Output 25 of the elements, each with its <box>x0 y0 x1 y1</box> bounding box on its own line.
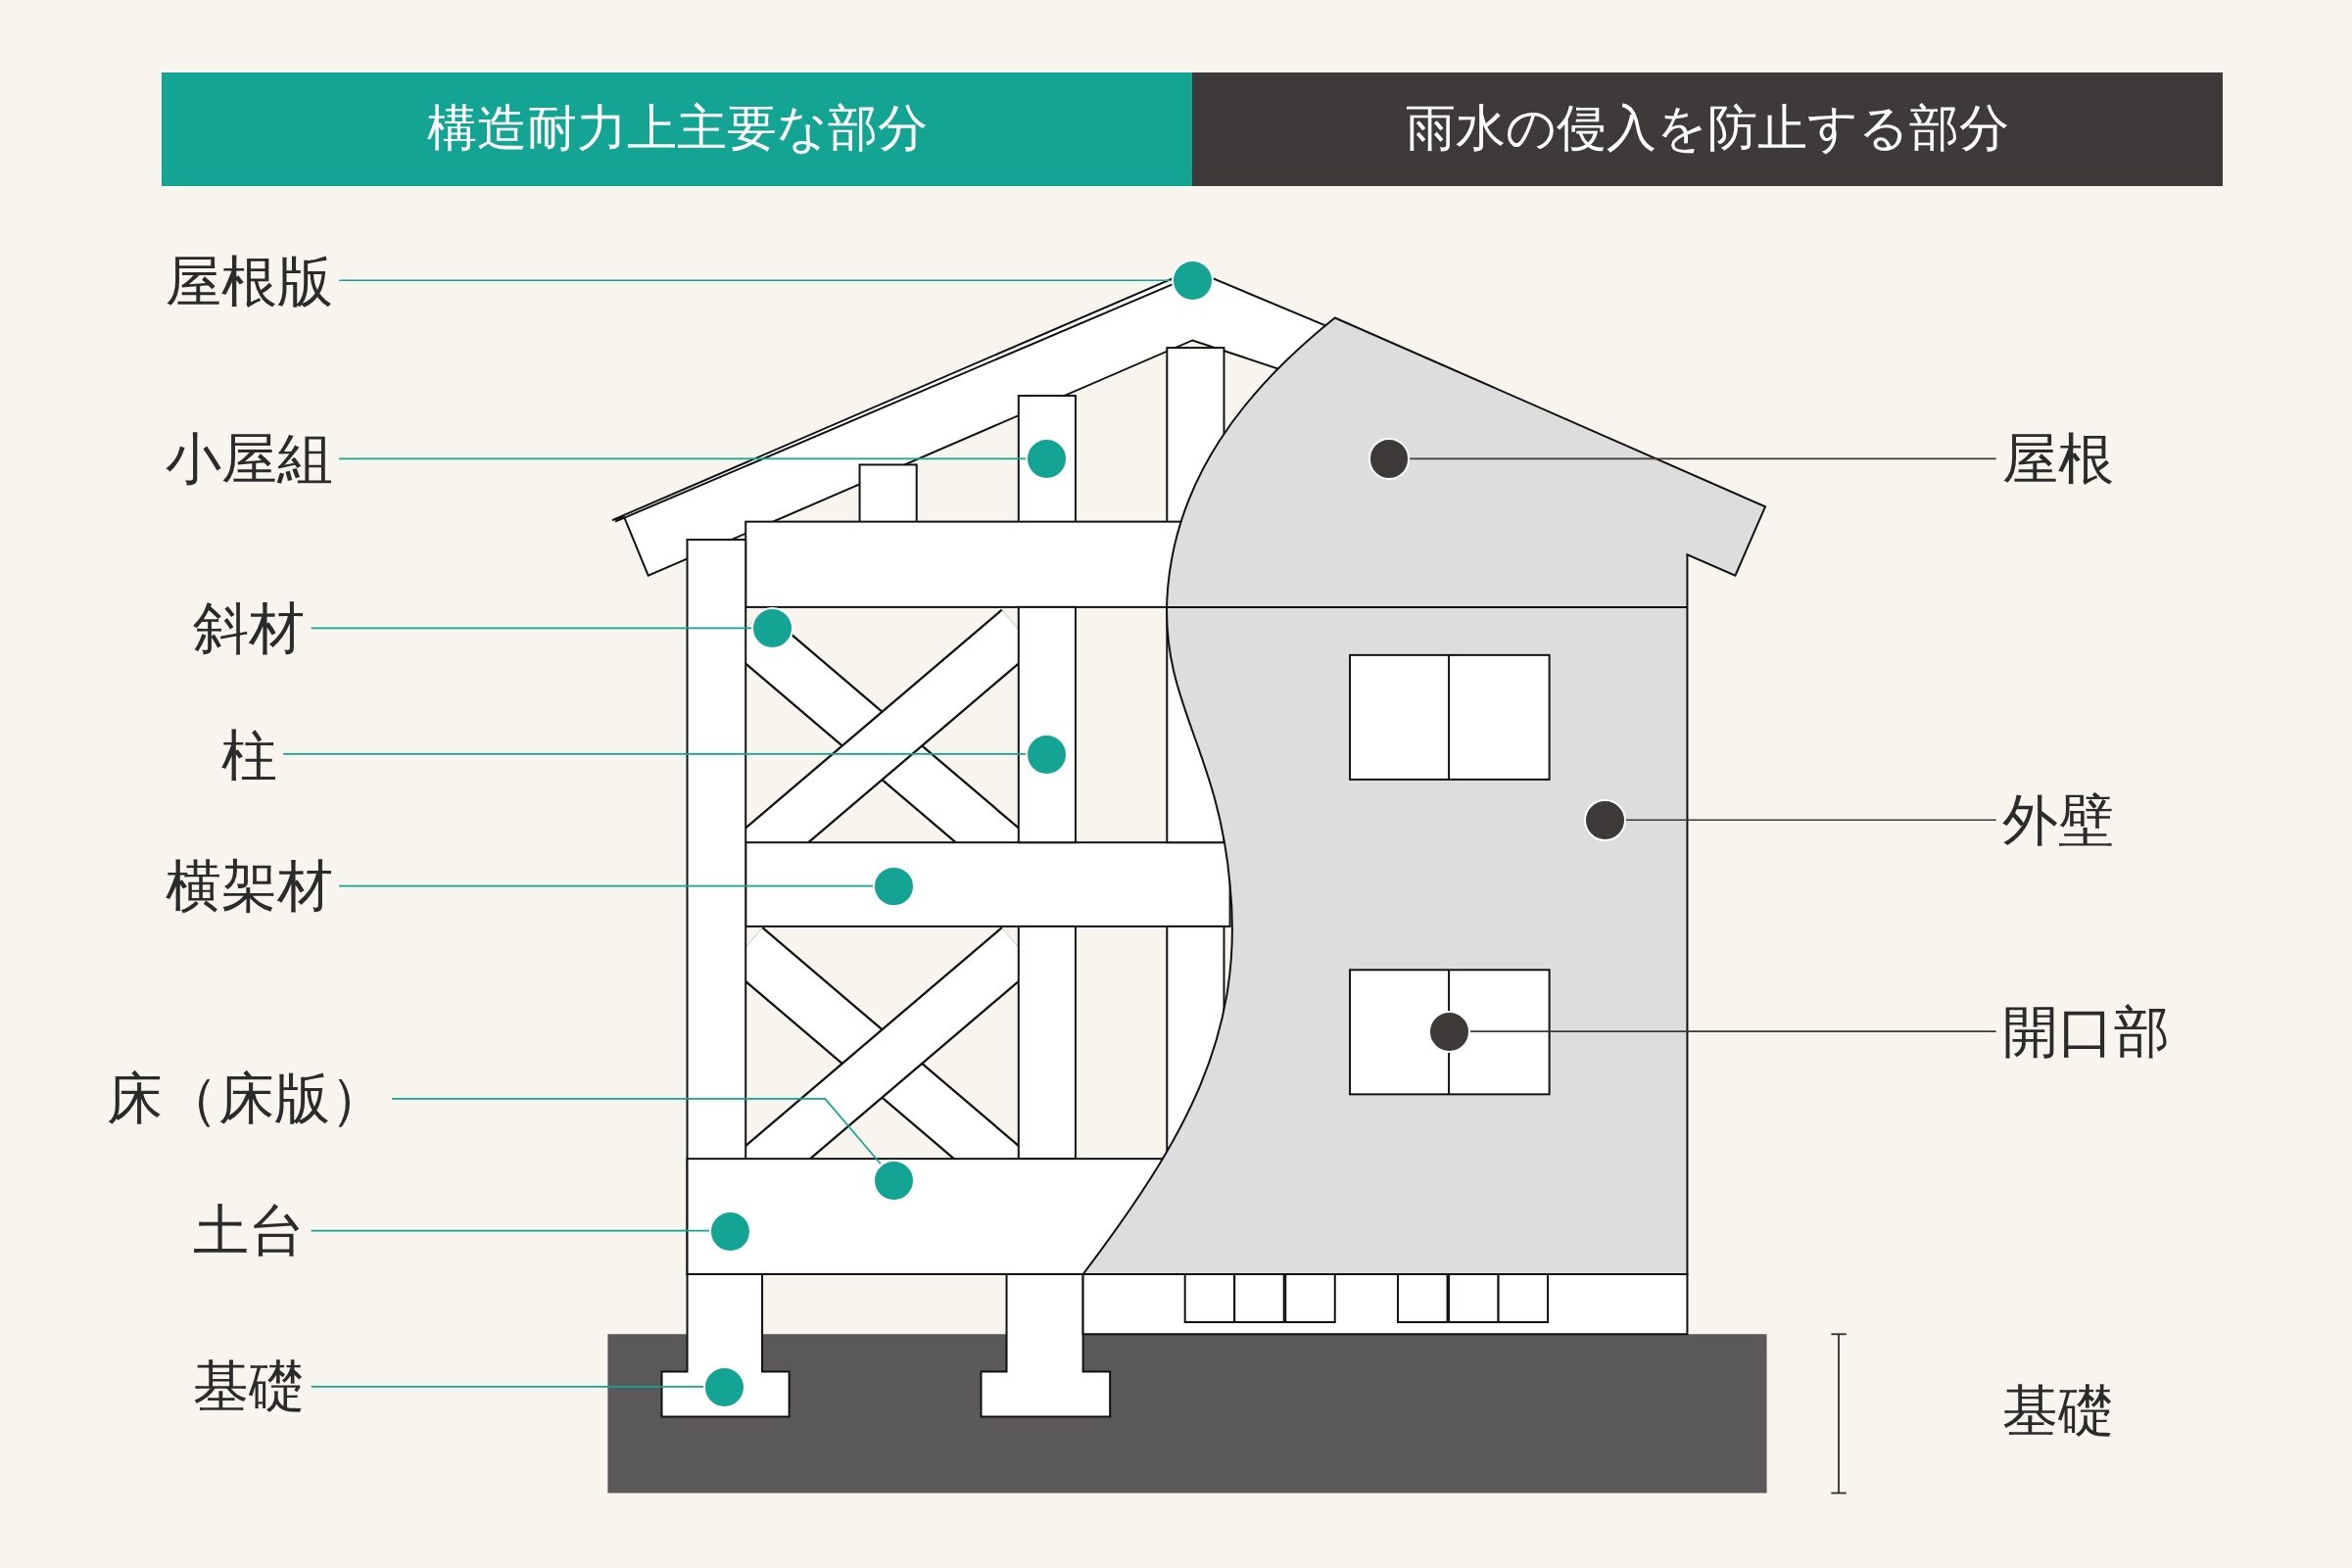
leader-line <box>338 457 1028 460</box>
dimension-label: 基礎 <box>2002 1379 2115 1444</box>
part-label: 横架材 <box>165 854 333 919</box>
part-label: 斜材 <box>193 596 306 661</box>
leader-line <box>310 627 753 630</box>
part-label: 屋根 <box>2002 427 2115 492</box>
header-band: 雨水の侵入を防止する部分 <box>1192 71 2224 186</box>
part-label: 外壁 <box>2002 788 2115 853</box>
part-label: 小屋組 <box>165 427 333 492</box>
header-band: 構造耐力上主要な部分 <box>162 71 1193 186</box>
leader-line <box>282 753 1028 755</box>
part-label: 開口部 <box>2002 999 2171 1065</box>
part-label: 土台 <box>193 1199 306 1263</box>
leader-line <box>1624 819 1997 822</box>
leader-line <box>1409 457 1997 460</box>
part-label: 柱 <box>220 724 277 788</box>
leader-line <box>310 1229 711 1232</box>
leader-line <box>1468 1030 1997 1032</box>
part-label: 屋根版 <box>165 250 333 314</box>
leader-line <box>310 1385 705 1388</box>
leader-line <box>391 1098 882 1165</box>
part-label: 床（床版） <box>106 1067 386 1131</box>
leader-line <box>338 279 1173 282</box>
part-label: 基礎 <box>193 1354 306 1419</box>
leader-line <box>338 884 875 887</box>
